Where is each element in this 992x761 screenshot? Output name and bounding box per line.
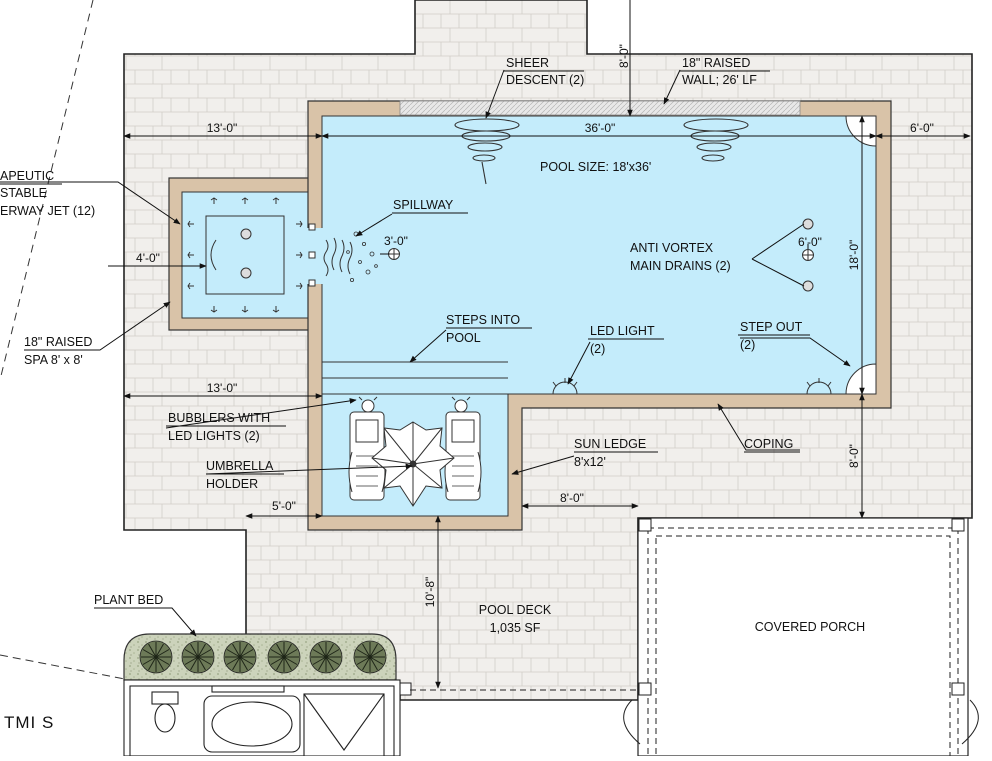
dim-pool-width: 18'-0" bbox=[847, 240, 861, 271]
shrub-icon bbox=[223, 640, 257, 674]
label-steps-2: POOL bbox=[446, 331, 481, 345]
spa-return-boxes bbox=[308, 223, 316, 287]
spa-jets bbox=[187, 197, 303, 313]
label-sheer-descent-2: DESCENT (2) bbox=[506, 73, 584, 87]
main-drains bbox=[802, 218, 814, 292]
dim-deck-depth: 10'-8" bbox=[423, 577, 437, 608]
label-umbrella-2: HOLDER bbox=[206, 477, 258, 491]
bubbler-icons bbox=[358, 396, 471, 413]
led-light-left bbox=[552, 378, 578, 395]
shrub-icon bbox=[353, 640, 387, 674]
label-corner-text: TMI S bbox=[4, 713, 54, 732]
callout-labels: SHEER DESCENT (2) 18" RAISED WALL; 26' L… bbox=[0, 56, 865, 732]
spa-bench bbox=[205, 215, 285, 295]
label-step-out-2: (2) bbox=[740, 338, 755, 352]
label-therapeutic-jet-3: ERWAY JET (12) bbox=[0, 204, 95, 218]
label-raised-wall-2: WALL; 26' LF bbox=[682, 73, 757, 87]
dim-drain-spacing: 6'-0" bbox=[798, 235, 822, 249]
house-fragment bbox=[123, 679, 401, 757]
raised-wall-hatch bbox=[399, 100, 801, 116]
callout-underlines bbox=[0, 70, 810, 609]
label-bubblers-2: LED LIGHTS (2) bbox=[168, 429, 260, 443]
property-line-lower bbox=[0, 654, 131, 681]
label-pool-size: POOL SIZE: 18'x36' bbox=[540, 160, 651, 174]
dim-bottom-right-setback: 8'-0" bbox=[847, 444, 861, 468]
plant-shrubs bbox=[139, 640, 387, 674]
label-umbrella-1: UMBRELLA bbox=[206, 459, 274, 473]
dim-pool-length: 36'-0" bbox=[585, 121, 616, 135]
dim-pool-right-setback: 6'-0" bbox=[910, 121, 934, 135]
umbrella-icon bbox=[371, 421, 455, 507]
dim-pool-left-setback: 13'-0" bbox=[207, 121, 238, 135]
dim-top-setback: 8'-0" bbox=[617, 44, 631, 68]
label-raised-wall-1: 18" RAISED bbox=[682, 56, 750, 70]
label-covered-porch: COVERED PORCH bbox=[755, 620, 865, 634]
dim-ledge-left-setback: 13'-0" bbox=[207, 381, 238, 395]
shrub-icon bbox=[139, 640, 173, 674]
dimension-labels: 13'-0" 36'-0" 6'-0" 8'-0" 4'-0" 3'-0" 6'… bbox=[136, 44, 934, 607]
dimension-lines bbox=[108, 0, 971, 689]
label-pool-deck-1: POOL DECK bbox=[479, 603, 552, 617]
label-therapeutic-jet-1: APEUTIC bbox=[0, 169, 54, 183]
dim-ledge-right-setback: 8'-0" bbox=[560, 491, 584, 505]
sheer-descent-right bbox=[683, 118, 749, 162]
label-step-out-1: STEP OUT bbox=[740, 320, 803, 334]
dim-spa-width: 4'-0" bbox=[136, 251, 160, 265]
label-sun-ledge-1: SUN LEDGE bbox=[574, 437, 646, 451]
label-spillway: SPILLWAY bbox=[393, 198, 454, 212]
spillway-icon bbox=[323, 237, 353, 277]
label-bubblers-1: BUBBLERS WITH bbox=[168, 411, 270, 425]
sun-lounger-right bbox=[444, 411, 482, 501]
label-raised-spa-1: 18" RAISED bbox=[24, 335, 92, 349]
spa-drains bbox=[240, 228, 252, 279]
sheer-descent-left bbox=[454, 118, 520, 185]
shrub-icon bbox=[309, 640, 343, 674]
label-plant-bed: PLANT BED bbox=[94, 593, 163, 607]
sun-lounger-left bbox=[348, 411, 386, 501]
dim-spillway-gap: 3'-0" bbox=[384, 234, 408, 248]
label-raised-spa-2: SPA 8' x 8' bbox=[24, 353, 83, 367]
dim-ledge-left-small: 5'-0" bbox=[272, 499, 296, 513]
leader-lines bbox=[0, 69, 851, 637]
label-coping: COPING bbox=[744, 437, 793, 451]
label-sheer-descent-1: SHEER bbox=[506, 56, 549, 70]
label-led-light-1: LED LIGHT bbox=[590, 324, 655, 338]
shrub-icon bbox=[181, 640, 215, 674]
led-light-right bbox=[806, 378, 832, 395]
label-led-light-2: (2) bbox=[590, 342, 605, 356]
spa-water bbox=[181, 191, 309, 319]
property-line bbox=[0, 0, 94, 381]
label-pool-deck-2: 1,035 SF bbox=[490, 621, 541, 635]
label-anti-vortex-2: MAIN DRAINS (2) bbox=[630, 259, 731, 273]
label-steps-1: STEPS INTO bbox=[446, 313, 520, 327]
label-therapeutic-jet-2: STABLE bbox=[0, 186, 47, 200]
drain-icon-spillway bbox=[388, 248, 400, 260]
label-anti-vortex-1: ANTI VORTEX bbox=[630, 241, 714, 255]
shrub-icon bbox=[267, 640, 301, 674]
covered-porch bbox=[398, 517, 979, 757]
label-sun-ledge-2: 8'x12' bbox=[574, 455, 606, 469]
